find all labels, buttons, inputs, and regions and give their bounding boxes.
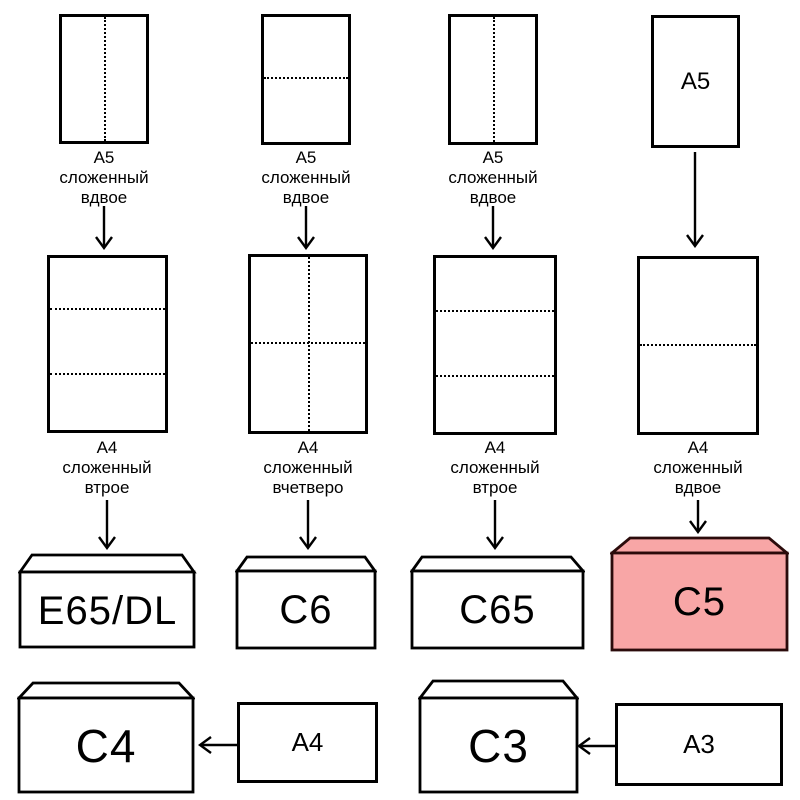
fold-line-horizontal [251,342,365,345]
envelope-label: C65 [459,588,536,632]
envelope-shape [610,536,789,652]
fold-line-horizontal [640,343,756,346]
sheet-a5-fold-horizontal [261,14,351,145]
caption-a4-col3: A4 сложенный втрое [415,438,575,498]
sheet-a4-fold-quarters [248,254,368,434]
caption-line: сложенный [448,168,538,187]
sheet-label: A4 [291,727,324,757]
caption-a5-col1: A5 сложенный вдвое [24,148,184,208]
fold-line-vertical [493,17,495,142]
caption-line: вчетверо [272,478,344,497]
envelope-c3: C3 [418,679,579,794]
sheet-a5-fold-vertical-2 [448,14,538,145]
envelope-c4: C4 [17,681,195,794]
caption-line: сложенный [62,458,152,477]
fold-line-horizontal [264,77,348,79]
arrow-down-icon [484,206,502,250]
caption-line: A4 [96,438,118,457]
arrow-down-icon [299,500,317,550]
arrow-left-icon [577,737,615,755]
caption-line: A4 [687,438,709,457]
caption-line: вдвое [674,478,722,497]
envelope-c6: C6 [235,555,377,650]
envelope-label: C6 [279,588,333,632]
caption-line: сложенный [450,458,540,477]
arrow-down-icon [95,206,113,250]
sheet-a4-fold-thirds [47,255,168,433]
envelope-label: C4 [75,720,137,772]
envelope-flap [610,536,789,555]
caption-line: втрое [84,478,130,497]
envelope-label: C5 [672,580,727,624]
caption-a5-col2: A5 сложенный вдвое [226,148,386,208]
envelope-shape [418,679,579,794]
fold-line-horizontal [50,373,165,376]
envelope-shape [18,553,197,649]
caption-line: A4 [297,438,319,457]
fold-line-horizontal [50,307,165,310]
sheet-a5-fold-vertical [59,14,149,144]
caption-a5-col3: A5 сложенный вдвое [413,148,573,208]
sheet-label: A3 [683,729,715,759]
caption-line: вдвое [282,188,330,207]
caption-line: втрое [472,478,518,497]
arrow-left-icon [198,736,238,754]
sheet-a5-plain: A5 [651,15,740,148]
caption-line: A5 [482,148,504,167]
envelope-shape [235,555,377,650]
caption-line: сложенный [261,168,351,187]
caption-line: сложенный [59,168,149,187]
caption-a4-col1: A4 сложенный втрое [27,438,187,498]
envelope-shape [17,681,195,794]
fold-line-vertical [104,17,106,141]
arrow-down-icon [98,500,116,550]
caption-line: вдвое [80,188,128,207]
envelope-body [610,551,789,652]
caption-line: сложенный [263,458,353,477]
envelope-label: C3 [468,720,529,772]
arrow-down-icon [689,500,707,534]
sheet-a4-fold-thirds-2 [433,255,557,435]
sheet-a3-source: A3 [615,703,783,786]
fold-line-horizontal [436,310,554,313]
envelope-label: E65/DL [37,588,178,633]
caption-line: A4 [484,438,506,457]
caption-a4-col4: A4 сложенный вдвое [618,438,778,498]
sheet-a4-source: A4 [237,702,378,783]
arrow-down-icon [486,500,504,550]
envelope-c5-highlighted: C5 [610,536,789,652]
caption-line: вдвое [469,188,517,207]
sheet-a4-fold-half [637,256,759,435]
caption-a4-col2: A4 сложенный вчетверо [228,438,388,498]
arrow-down-icon [686,152,704,248]
caption-line: сложенный [653,458,743,477]
caption-line: A5 [93,148,115,167]
sheet-a5-inner-label: A5 [680,67,711,95]
envelope-shape [410,555,585,650]
arrow-down-icon [297,206,315,250]
fold-line-horizontal [436,374,554,377]
envelope-e65dl: E65/DL [18,553,197,650]
caption-line: A5 [295,148,317,167]
envelope-c65: C65 [410,555,585,650]
